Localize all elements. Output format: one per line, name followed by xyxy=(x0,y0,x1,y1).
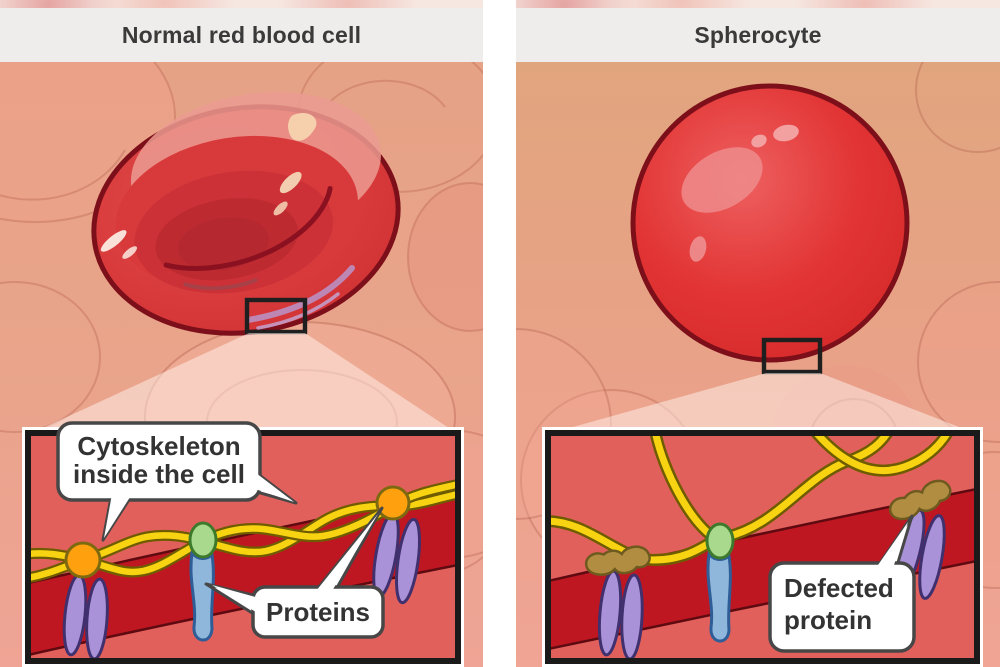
defect-label-line2: protein xyxy=(784,605,872,635)
cytoskeleton-label-line1: Cytoskeleton xyxy=(77,431,240,461)
normal-cell-illustration: Cytoskeleton inside the cell Proteins xyxy=(0,62,483,667)
magnification-beam xyxy=(548,373,977,434)
spherocyte-cell xyxy=(630,83,910,363)
anchor-protein-green xyxy=(705,522,735,560)
defected-protein-brown xyxy=(585,545,651,577)
proteins-label-bubble: Proteins xyxy=(204,506,385,639)
panel-left-header: Normal red blood cell xyxy=(0,8,483,62)
panel-right-header: Spherocyte xyxy=(516,8,1000,62)
transmembrane-protein-blue xyxy=(706,550,732,643)
dimple-crease xyxy=(163,185,333,271)
membrane-proteins-purple xyxy=(597,508,946,661)
defected-protein-brown xyxy=(888,479,952,521)
anchor-protein-orange xyxy=(375,485,411,521)
panel-right-title: Spherocyte xyxy=(694,21,822,48)
panel-left-title: Normal red blood cell xyxy=(121,21,362,48)
top-artwork-strip xyxy=(516,0,1000,8)
transmembrane-protein-blue xyxy=(189,549,215,642)
inset-defective-cytoskeleton xyxy=(545,430,980,664)
top-artwork-strip xyxy=(0,0,483,8)
glint xyxy=(681,147,763,213)
proteins-label: Proteins xyxy=(266,597,370,627)
cytoskeleton-label-bubble: Cytoskeleton inside the cell xyxy=(56,421,298,542)
anchor-protein-orange xyxy=(64,541,102,579)
defected-protein-label-bubble: Defected protein xyxy=(768,514,916,653)
membrane-sheen xyxy=(245,265,355,323)
zoom-region-rect xyxy=(761,337,823,375)
panel-spherocyte: Spherocyte xyxy=(516,0,1000,667)
panel-normal-cell: Normal red blood cell xyxy=(0,0,483,667)
defect-label-line1: Defected xyxy=(784,573,894,603)
glint xyxy=(288,113,317,141)
red-blood-cell xyxy=(91,92,401,336)
magnification-beam xyxy=(30,333,458,434)
zoom-region-rect xyxy=(244,297,308,335)
cytoskeleton-label-line2: inside the cell xyxy=(73,459,245,489)
anchor-protein-green xyxy=(188,521,218,559)
inset-border xyxy=(545,430,980,664)
spherocyte-illustration: Defected protein xyxy=(516,62,1000,667)
